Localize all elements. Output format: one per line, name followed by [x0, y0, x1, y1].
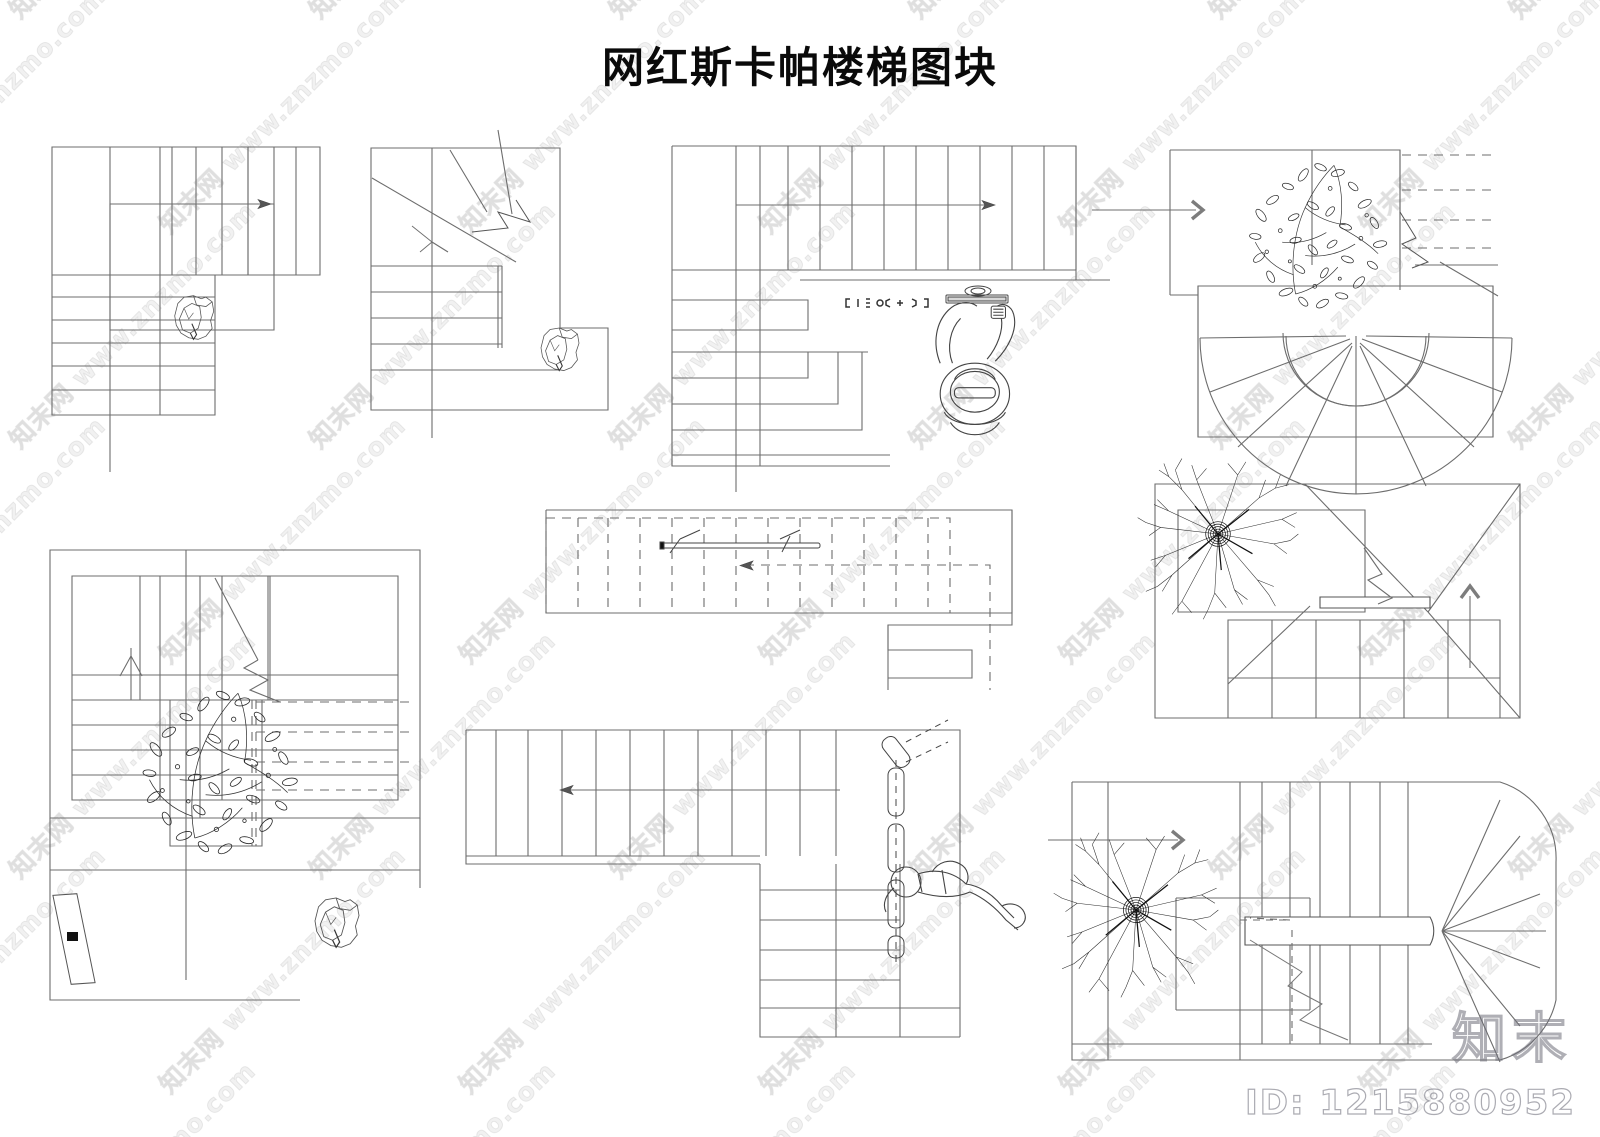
handrail-rod [52, 893, 96, 985]
baluster-column [881, 719, 949, 962]
block-2-breakline-stair [370, 129, 609, 438]
rock-decoration [174, 295, 215, 340]
block-8-branch-tree-stair [1137, 457, 1521, 719]
page-title: 网红斯卡帕楼梯图块 [601, 43, 998, 92]
plant-shrub [1248, 161, 1388, 311]
break-zigzag-icon [1399, 211, 1430, 269]
block-7-corner-stair-figure [465, 719, 1026, 1038]
brand-watermark: 知末 [1451, 1006, 1572, 1070]
handrail [659, 529, 821, 554]
drawing-id-label: ID: 1215880952 [1245, 1082, 1576, 1123]
direction-arrow-left [559, 785, 840, 795]
direction-arrow-right [1048, 829, 1185, 851]
rock-decoration [314, 897, 360, 948]
block-3-stair-with-figure [671, 145, 1110, 492]
tree-branch-plan [1137, 457, 1299, 620]
fan-treads [1197, 286, 1513, 495]
block-5-large-upstair [49, 549, 421, 1001]
direction-arrow-right [736, 200, 996, 210]
direction-arrow-up [119, 648, 143, 700]
block-4-winder-stair [1092, 149, 1513, 495]
block-1-lshape-stair [51, 146, 321, 472]
cad-annotation-text [845, 298, 929, 308]
plant-shrub [142, 689, 299, 857]
person-figure-reclining [883, 860, 1026, 931]
tree-branch-plan [1053, 832, 1219, 998]
block-6-dashed-tread-plan [545, 509, 1013, 690]
desk-object [945, 285, 1009, 304]
direction-arrow-up [1459, 584, 1481, 668]
block-9-rounded-winder-stair [1048, 781, 1557, 1063]
break-zigzag-icon [471, 199, 532, 233]
direction-arrow-right [1092, 199, 1205, 221]
direction-arrow-right [110, 199, 272, 209]
person-figure-seated [935, 302, 1016, 436]
break-zigzag-icon [1249, 939, 1349, 1041]
rock-decoration [540, 327, 580, 372]
